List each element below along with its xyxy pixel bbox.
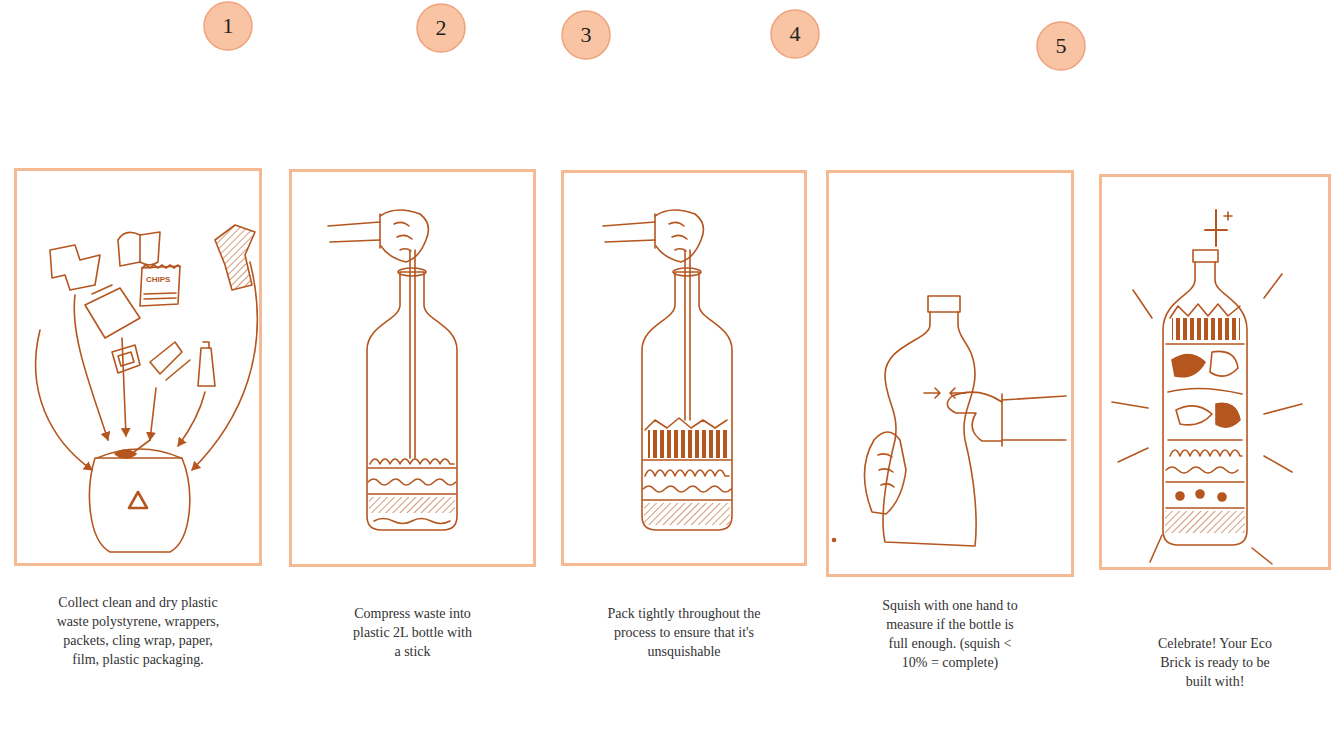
step-number: 4 (790, 23, 801, 45)
compress-figure (328, 210, 457, 530)
step-panel: Pack tightly throughout the process to e… (561, 170, 807, 566)
step-caption: Celebrate! Your Eco Brick is ready to be… (1153, 634, 1278, 691)
step-circle: 4 (770, 9, 820, 59)
circle-shape (1037, 22, 1085, 70)
step-number: 1 (223, 15, 234, 37)
step-circle: 2 (416, 3, 466, 53)
step-panel: Compress waste into plastic 2L bottle wi… (289, 169, 536, 567)
step-circle: 5 (1036, 21, 1086, 71)
circle-shape (204, 2, 252, 50)
pack-figure (603, 210, 732, 530)
circle-shape (417, 4, 465, 52)
step-circle: 1 (203, 1, 253, 51)
step-number: 3 (581, 24, 592, 46)
step-number: 2 (436, 17, 447, 39)
step-panel: Squish with one hand to measure if the b… (826, 170, 1074, 577)
package-label: CHIPS (146, 276, 170, 284)
step-caption: Squish with one hand to measure if the b… (880, 596, 1020, 672)
waste-collection-figure (36, 225, 258, 552)
eco-brick-figure (1112, 210, 1302, 564)
step-caption: Collect clean and dry plastic waste poly… (56, 593, 221, 669)
circle-shape (562, 11, 610, 59)
step-caption: Compress waste into plastic 2L bottle wi… (350, 604, 475, 661)
circle-shape (771, 10, 819, 58)
squish-figure (833, 296, 1067, 546)
step-panel: Celebrate! Your Eco Brick is ready to be… (1099, 174, 1331, 570)
step-number: 5 (1056, 35, 1067, 57)
step-circle: 3 (561, 10, 611, 60)
step-caption: Pack tightly throughout the process to e… (597, 604, 772, 661)
step-panel: Collect clean and dry plastic waste poly… (14, 168, 262, 566)
